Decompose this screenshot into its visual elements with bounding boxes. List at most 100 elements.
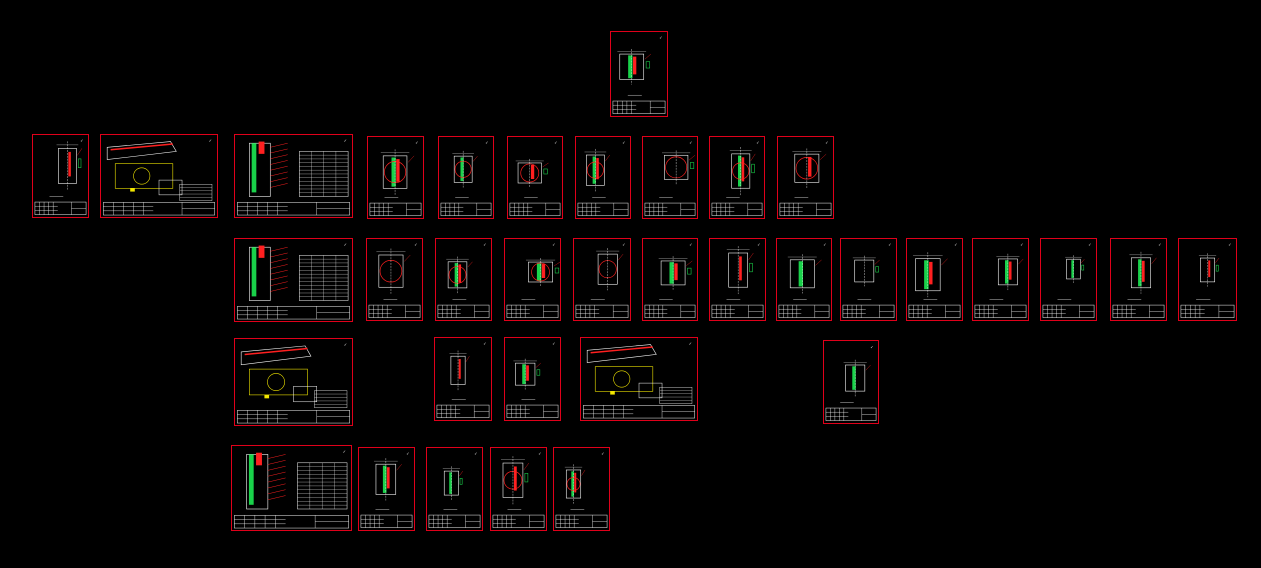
drawing-sheet-2-2[interactable]: ✓: [366, 238, 423, 321]
svg-text:✓: ✓: [622, 140, 625, 145]
drawing-sheet-2-12[interactable]: ✓: [1040, 238, 1097, 321]
sheet-drawing-content: ✓: [583, 341, 695, 419]
sheet-drawing-content: ✓: [234, 449, 349, 529]
drawing-sheet-2-11[interactable]: ✓: [972, 238, 1029, 321]
svg-text:✓: ✓: [414, 242, 417, 247]
drawing-sheet-2-9[interactable]: ✓: [840, 238, 897, 321]
drawing-sheet-4-2[interactable]: ✓: [358, 447, 415, 531]
drawing-sheet-4-1[interactable]: ✓: [231, 445, 352, 531]
sheet-drawing-content: ✓: [103, 138, 215, 216]
drawing-sheet-3-5[interactable]: ✓: [823, 340, 879, 424]
svg-text:✓: ✓: [485, 140, 488, 145]
sheet-drawing-content: ✓: [237, 242, 350, 320]
svg-text:✓: ✓: [870, 344, 873, 349]
drawing-sheet-2-1[interactable]: ✓: [234, 238, 353, 322]
drawing-sheet-2-5[interactable]: ✓: [573, 238, 631, 321]
svg-text:✓: ✓: [954, 242, 957, 247]
drawing-sheet-1-2[interactable]: ✓: [100, 134, 218, 218]
drawing-sheet-2-6[interactable]: ✓: [642, 238, 698, 321]
sheet-drawing-content: ✓: [509, 140, 561, 216]
drawing-sheet-1-4[interactable]: ✓: [367, 136, 424, 219]
sheet-drawing-content: ✓: [360, 451, 413, 528]
svg-text:✓: ✓: [209, 138, 212, 143]
sheet-drawing-content: ✓: [436, 341, 490, 418]
svg-text:✓: ✓: [483, 341, 486, 346]
svg-text:✓: ✓: [659, 35, 662, 40]
sheet-drawing-content: ✓: [612, 35, 666, 114]
sheet-drawing-content: ✓: [492, 451, 545, 528]
sheet-drawing-content: ✓: [506, 242, 560, 318]
drawing-sheet-3-4[interactable]: ✓: [580, 337, 698, 421]
sheet-drawing-content: ✓: [237, 342, 350, 424]
drawing-sheet-2-4[interactable]: ✓: [504, 238, 561, 321]
svg-text:✓: ✓: [756, 140, 759, 145]
svg-text:✓: ✓: [344, 138, 347, 143]
drawing-sheet-2-8[interactable]: ✓: [776, 238, 832, 321]
sheet-drawing-content: ✓: [368, 242, 421, 318]
sheet-drawing-content: ✓: [842, 242, 895, 318]
svg-text:✓: ✓: [689, 242, 692, 247]
drawing-sheet-3-1[interactable]: ✓: [234, 338, 353, 426]
svg-text:✓: ✓: [343, 449, 346, 454]
drawing-sheet-2-7[interactable]: ✓: [709, 238, 766, 321]
sheet-drawing-content: ✓: [440, 140, 492, 216]
sheet-drawing-content: ✓: [711, 140, 763, 216]
svg-text:✓: ✓: [552, 341, 555, 346]
svg-text:✓: ✓: [601, 451, 604, 456]
svg-text:✓: ✓: [757, 242, 760, 247]
svg-text:✓: ✓: [80, 138, 83, 143]
sheet-drawing-content: ✓: [369, 140, 422, 216]
drawing-sheet-1-3[interactable]: ✓: [234, 134, 353, 218]
svg-text:✓: ✓: [344, 342, 347, 347]
sheet-drawing-content: ✓: [1180, 242, 1235, 318]
drawing-sheet-1-5[interactable]: ✓: [438, 136, 494, 219]
svg-text:✓: ✓: [406, 451, 409, 456]
sheet-drawing-content: ✓: [577, 140, 629, 216]
svg-text:✓: ✓: [823, 242, 826, 247]
drawing-sheet-1-7[interactable]: ✓: [575, 136, 631, 219]
sheet-drawing-content: ✓: [428, 451, 481, 528]
drawing-sheet-3-3[interactable]: ✓: [504, 337, 561, 421]
svg-text:✓: ✓: [1088, 242, 1091, 247]
drawing-sheet-1-8[interactable]: ✓: [642, 136, 698, 219]
svg-text:✓: ✓: [1020, 242, 1023, 247]
drawing-sheet-2-3[interactable]: ✓: [435, 238, 492, 321]
drawing-sheet-2-13[interactable]: ✓: [1110, 238, 1167, 321]
svg-text:✓: ✓: [483, 242, 486, 247]
drawing-sheet-4-3[interactable]: ✓: [426, 447, 483, 531]
drawing-sheet-0-1[interactable]: ✓: [610, 31, 668, 117]
svg-text:✓: ✓: [888, 242, 891, 247]
sheet-drawing-content: ✓: [711, 242, 764, 318]
svg-text:✓: ✓: [622, 242, 625, 247]
drawing-sheet-1-1[interactable]: ✓: [32, 134, 89, 218]
svg-text:✓: ✓: [825, 140, 828, 145]
sheet-drawing-content: ✓: [437, 242, 490, 318]
sheet-drawing-content: ✓: [644, 242, 696, 318]
sheet-drawing-content: ✓: [237, 138, 350, 216]
sheet-drawing-content: ✓: [779, 140, 832, 216]
svg-text:✓: ✓: [689, 341, 692, 346]
drawing-sheet-2-10[interactable]: ✓: [906, 238, 963, 321]
svg-text:✓: ✓: [554, 140, 557, 145]
svg-text:✓: ✓: [552, 242, 555, 247]
sheet-drawing-content: ✓: [644, 140, 696, 216]
drawing-sheet-4-5[interactable]: ✓: [553, 447, 610, 531]
drawing-sheet-1-6[interactable]: ✓: [507, 136, 563, 219]
sheet-drawing-content: ✓: [1112, 242, 1165, 318]
drawing-sheet-3-2[interactable]: ✓: [434, 337, 492, 421]
svg-text:✓: ✓: [538, 451, 541, 456]
drawing-sheet-2-14[interactable]: ✓: [1178, 238, 1237, 321]
sheet-drawing-content: ✓: [974, 242, 1027, 318]
drawing-sheet-1-9[interactable]: ✓: [709, 136, 765, 219]
sheet-drawing-content: ✓: [575, 242, 629, 318]
svg-text:✓: ✓: [1158, 242, 1161, 247]
drawing-sheet-1-10[interactable]: ✓: [777, 136, 834, 219]
drawing-sheet-4-4[interactable]: ✓: [490, 447, 547, 531]
sheet-drawing-content: ✓: [778, 242, 830, 318]
sheet-drawing-content: ✓: [506, 341, 559, 418]
sheet-drawing-content: ✓: [825, 344, 877, 421]
svg-text:✓: ✓: [415, 140, 418, 145]
svg-text:✓: ✓: [344, 242, 347, 247]
sheet-drawing-content: ✓: [34, 138, 87, 215]
